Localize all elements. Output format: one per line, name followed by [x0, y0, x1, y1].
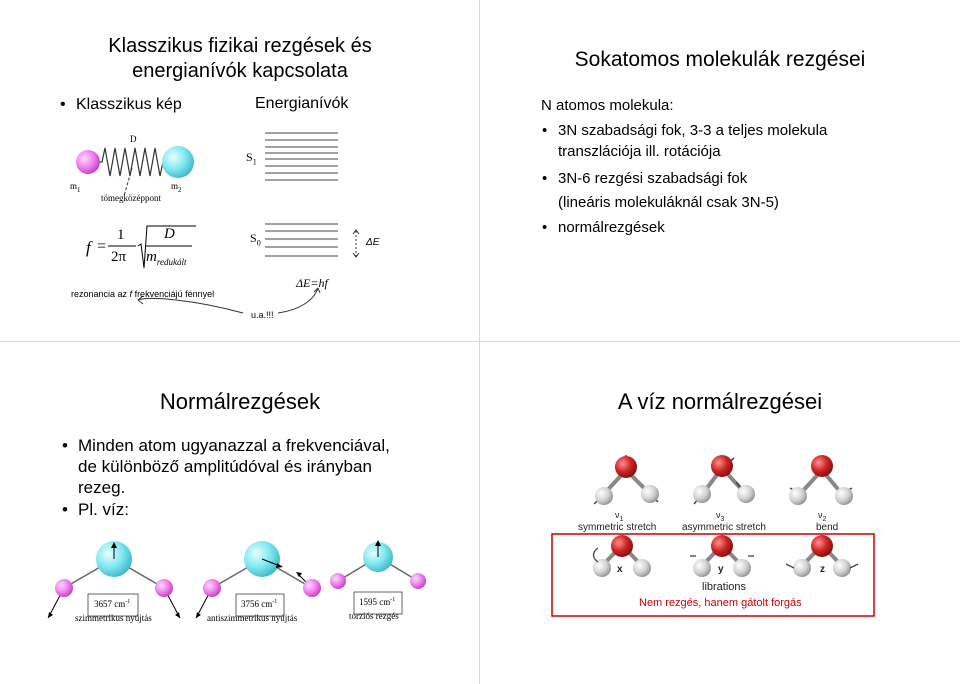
mode-2-name: antiszimmetrikus nyújtás — [207, 613, 298, 623]
mode-2-frame — [235, 593, 285, 617]
v2-label: ν2 — [818, 510, 827, 523]
mode-3-frequency: 1595 cm-1 — [359, 597, 396, 607]
delta-e-hf: ΔE=hf — [296, 276, 328, 290]
formula-f: f — [86, 238, 91, 257]
sqrt-sign — [137, 225, 196, 269]
mode-2-molecule — [195, 541, 321, 619]
formula-equals: = — [97, 238, 107, 255]
energy-levels-s0 — [265, 223, 338, 257]
v1-name: symmetric stretch — [578, 522, 657, 533]
slide-2-bullet-2-line1: 3N-6 rezgési szabadsági fok — [542, 169, 747, 189]
mode-1-frequency: 3657 cm-1 — [94, 599, 131, 609]
slide-1-title-line2: energianívók kapcsolata — [132, 60, 348, 82]
mode-1-molecule — [47, 541, 181, 619]
v3-label: ν3 — [716, 510, 725, 523]
slide-1-drawing — [76, 132, 360, 314]
label-m1: m1 — [70, 181, 81, 194]
slide-2-bullet-2-line2: (lineáris molekuláknál csak 3N-5) — [558, 194, 779, 211]
formula-one: 1 — [117, 227, 125, 243]
spring — [95, 147, 170, 177]
slide-2-intro: N atomos molekula: — [541, 97, 674, 114]
label-m2: m2 — [171, 181, 182, 194]
slide-2-title: Sokatomos molekulák rezgései — [574, 48, 866, 71]
slide-4: A víz normálrezgései — [480, 342, 960, 684]
slide-3-bullet-1-line1: Minden atom ugyanazzal a frekvenciával, — [62, 436, 390, 456]
v1-label: ν1 — [615, 510, 624, 523]
slide-1-title-line1: Klasszikus fizikai rezgések és — [108, 35, 372, 57]
mode-3-molecule — [330, 540, 426, 589]
librations-frame — [551, 533, 875, 617]
libration-z-label: z — [820, 564, 825, 575]
slide-divider-vertical — [479, 0, 480, 684]
energy-levels-s1 — [265, 132, 338, 181]
librations-caption: librations — [702, 581, 747, 593]
atom-m1 — [76, 150, 100, 174]
label-D: D — [130, 134, 137, 144]
v2-name: bend — [816, 522, 839, 533]
heading-energy-levels: Energianívók — [255, 95, 349, 112]
slide-3-bullet-1-line2: de különböző amplitúdóval és irányban — [78, 457, 372, 476]
slide-1: Klasszikus fizikai rezgések és energianí… — [0, 0, 479, 341]
slide-3-title: Normálrezgések — [159, 389, 321, 414]
label-S0: S0 — [250, 231, 261, 248]
slide-divider-horizontal — [0, 341, 960, 342]
bullet-classic: Klasszikus kép — [60, 95, 182, 115]
mode-1-name: szimmetrikus nyújtás — [75, 613, 152, 623]
slide-3-bullet-2: Pl. víz: — [62, 500, 129, 520]
slide-2-bullet-1-line2: transzlációja ill. rotációja — [558, 143, 721, 160]
mode-2-frequency: 3756 cm-1 — [241, 599, 278, 609]
ua-note: u.a.!!! — [251, 310, 274, 320]
v3-name: asymmetric stretch — [682, 522, 766, 533]
water-modes-drawing — [47, 540, 426, 619]
label-delta-e: ΔE — [366, 237, 380, 248]
resonance-arrow-left — [137, 298, 244, 314]
slide-3: Normálrezgések Minden atom ugyanazzal a … — [0, 342, 479, 684]
formula-D: D — [164, 226, 175, 242]
atom-m2 — [162, 146, 194, 178]
libration-x-label: x — [617, 564, 623, 575]
slide-2-bullet-1-line1: 3N szabadsági fok, 3-3 a teljes molekula — [542, 121, 827, 141]
slide-3-bullet-1-line3: rezeg. — [78, 478, 126, 497]
formula-2pi: 2π — [111, 249, 127, 265]
label-center-of-mass: tömegközéppont — [101, 193, 161, 203]
libration-y-label: y — [718, 564, 724, 575]
water-normal-modes-drawing — [551, 455, 875, 617]
formula-m-reduced: mredukált — [146, 249, 187, 267]
resonance-arrow-right — [277, 287, 319, 314]
slide-2: Sokatomos molekulák rezgései N atomos mo… — [480, 0, 960, 341]
librations-note: Nem rezgés, hanem gátolt forgás — [639, 597, 802, 609]
slide-2-bullet-3: normálrezgések — [542, 218, 665, 238]
mode-3-name: torziós rezgés — [349, 611, 399, 621]
label-S1: S1 — [246, 150, 257, 167]
mode-3-frame — [353, 591, 403, 615]
slide-4-title: A víz normálrezgései — [617, 389, 823, 414]
mode-1-frame — [87, 593, 139, 617]
resonance-text: rezonancia az f frekvenciájú fénnyel — [71, 289, 215, 299]
